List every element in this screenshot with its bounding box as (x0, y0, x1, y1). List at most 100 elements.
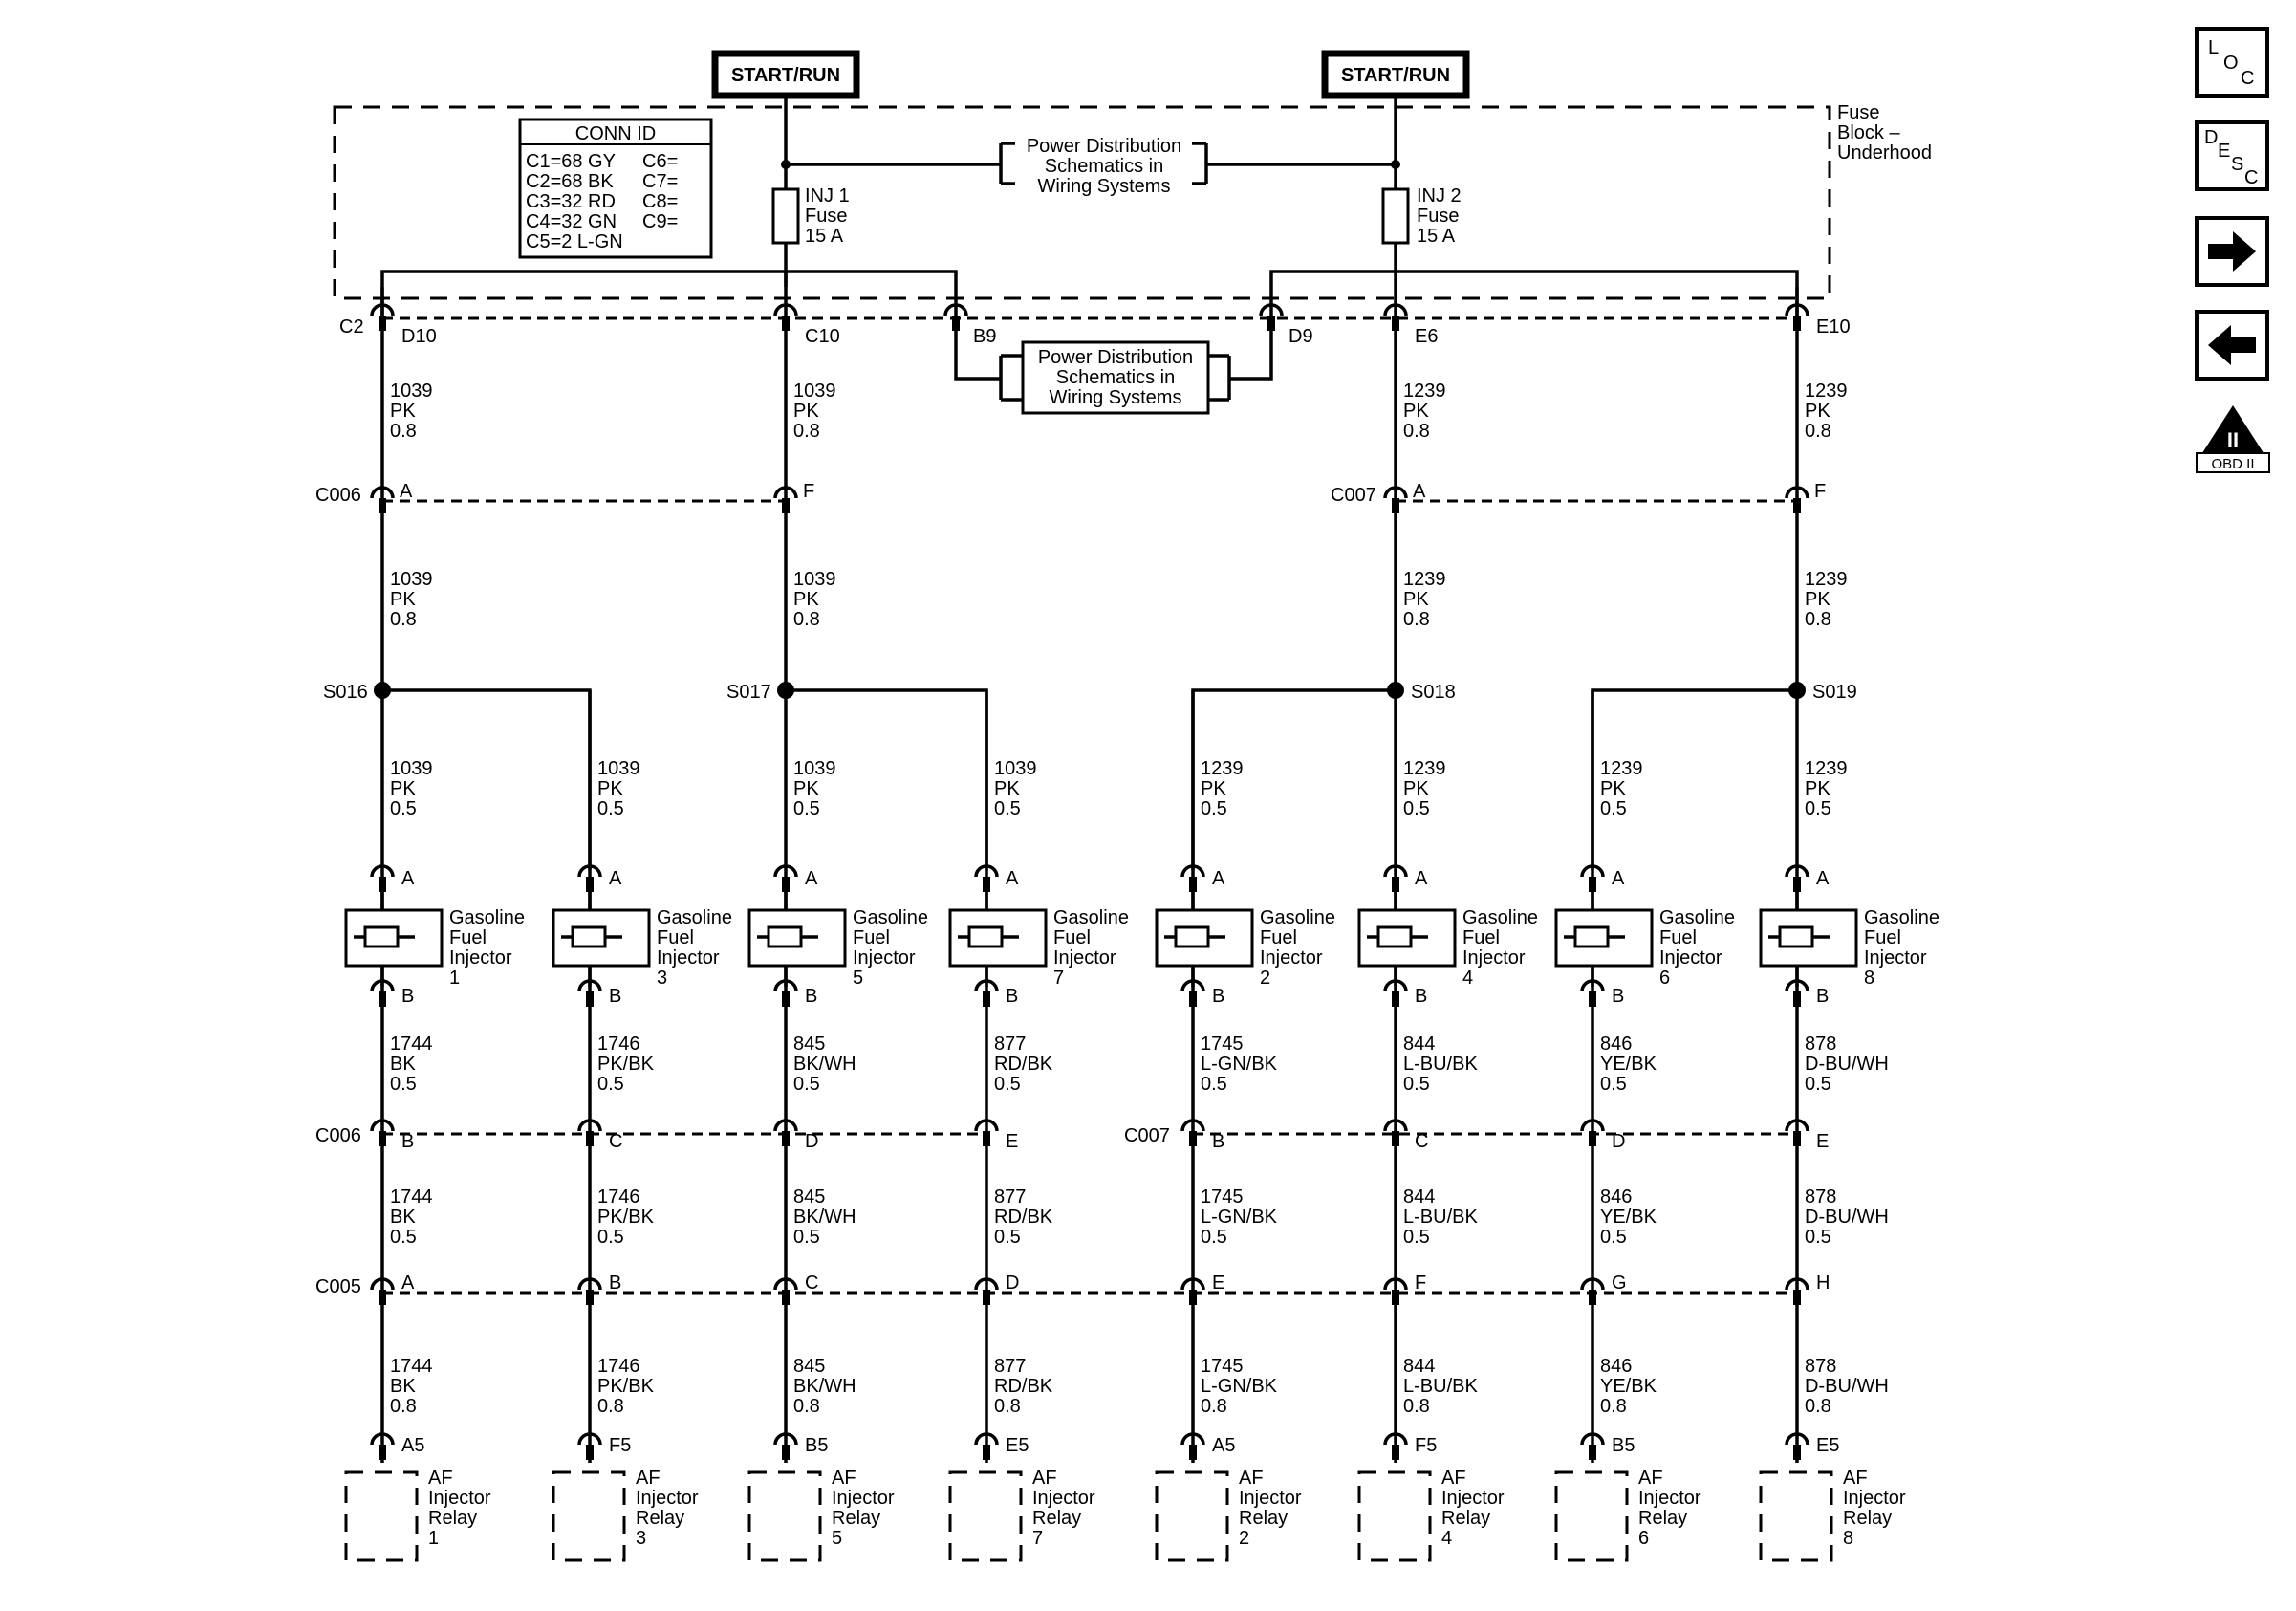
injector-circuit: 1039PK0.5AGasolineFuelInjector5B845BK/WH… (747, 690, 928, 1562)
pin-label: E10 (1816, 316, 1851, 337)
connector-terminal (983, 1290, 990, 1305)
arrow-right-icon (2208, 231, 2256, 272)
injector-relay (1357, 1470, 1432, 1562)
wire-label: 0.8 (1805, 609, 1831, 630)
connector-terminal (379, 991, 386, 1007)
wire-label: L-BU/BK (1403, 1054, 1478, 1075)
injector-name: Gasoline (1462, 907, 1538, 928)
wire-label: 0.8 (793, 609, 820, 630)
wire-label: RD/BK (994, 1207, 1053, 1228)
wire-label: 1746 (597, 1186, 640, 1208)
fuse-label: INJ 1 (805, 185, 850, 207)
relay-name: AF (1638, 1468, 1663, 1489)
connector-terminal (379, 1445, 386, 1460)
connector-terminal (1392, 877, 1399, 892)
fuse-block-label: Underhood (1837, 142, 1932, 163)
nav-back-button[interactable] (2195, 310, 2269, 381)
wire-label: 845 (793, 1034, 825, 1055)
connector-pin-icon (974, 1277, 999, 1291)
wire-label: PK (1805, 589, 1830, 610)
pin-label: C10 (805, 326, 840, 347)
nav-obd-button[interactable]: II OBD II (2196, 405, 2270, 473)
connector-pin-label: D (805, 1131, 818, 1152)
injector-name: Gasoline (853, 907, 928, 928)
pds-label: Schematics in (1056, 367, 1176, 388)
injector-circuit: 1239PK0.5AGasolineFuelInjector2B1745L-GN… (1155, 690, 1335, 1562)
connector-terminal (1589, 877, 1596, 892)
connector-pin-label: A (401, 868, 415, 889)
connector-terminal (586, 1131, 594, 1146)
injector-name: Fuel (1864, 927, 1901, 948)
wire-label: 0.8 (1403, 1396, 1430, 1417)
wire-label: 1239 (1805, 758, 1848, 779)
relay-name: 3 (636, 1528, 646, 1549)
relay-name: Injector (832, 1488, 895, 1509)
connector-pin-label: A (1415, 868, 1428, 889)
relay-name: AF (832, 1468, 856, 1489)
wire-label: 1239 (1201, 758, 1244, 779)
injector-relay (552, 1470, 626, 1562)
connector-pin-label: B (609, 986, 621, 1007)
connector-pin-label: A (805, 868, 818, 889)
conn-id-entry: C7= (642, 171, 678, 192)
relay-name: Relay (428, 1508, 477, 1529)
connector-label: C007 (1124, 1125, 1170, 1146)
connector-pin-icon (1785, 1277, 1809, 1291)
injector-name: Gasoline (657, 907, 732, 928)
injector-name: 3 (657, 968, 667, 989)
wire-label: 0.5 (1403, 1227, 1430, 1248)
connector-terminal (1189, 1445, 1197, 1460)
wire-label: 1239 (1403, 569, 1446, 590)
nav-loc-button[interactable]: L O C (2195, 27, 2269, 98)
connector-terminal (1793, 877, 1801, 892)
power-source-left: START/RUN (711, 50, 860, 287)
wire-label: PK (793, 401, 819, 422)
connector-terminal (586, 991, 594, 1007)
connector-pin-label: A (1612, 868, 1625, 889)
injector-circuit: 1039PK0.5AGasolineFuelInjector7B877RD/BK… (948, 690, 1129, 1562)
injector-circuit: 1239PK0.5AGasolineFuelInjector4B844L-BU/… (1357, 690, 1538, 1562)
pds-label: Power Distribution (1038, 347, 1193, 368)
wire-label: 0.8 (1805, 1396, 1831, 1417)
pds-label: Power Distribution (1027, 136, 1181, 157)
wire-label: D-BU/WH (1805, 1054, 1889, 1075)
pds-label: Wiring Systems (1050, 387, 1182, 408)
connector-pin-label: F5 (1415, 1435, 1437, 1456)
wire-label: 1745 (1201, 1186, 1244, 1208)
wire-label: 0.8 (390, 1396, 417, 1417)
injector-coil-icon (1778, 925, 1814, 948)
nav-forward-button[interactable] (2195, 216, 2269, 287)
splice-label: S018 (1411, 682, 1456, 703)
wire-label: YE/BK (1600, 1207, 1657, 1228)
wire-label: D-BU/WH (1805, 1207, 1889, 1228)
wire-label: 0.5 (597, 1227, 624, 1248)
fuse-inj2 (1381, 187, 1410, 245)
relay-name: 2 (1239, 1528, 1249, 1549)
connector-terminal (983, 1131, 990, 1146)
connector-pin-icon (577, 979, 602, 992)
fuse-block-label: Block – (1837, 122, 1900, 143)
wire-label: D-BU/WH (1805, 1376, 1889, 1397)
injector-name: Fuel (1462, 927, 1500, 948)
connector-terminal (1189, 1290, 1197, 1305)
connector-pin-label: E (1816, 1131, 1829, 1152)
connector-terminal (586, 1290, 594, 1305)
wire-label: 0.5 (1600, 798, 1627, 819)
connector-pin-label: D (1612, 1131, 1625, 1152)
pds-label: Schematics in (1045, 156, 1164, 177)
connector-pin-label: D (1006, 1273, 1019, 1294)
wire-label: 1039 (793, 381, 836, 402)
connector-terminal (1589, 1131, 1596, 1146)
connector-pin-icon (943, 303, 968, 316)
connector-pin-label: B (1006, 986, 1018, 1007)
wire-label: 1745 (1201, 1034, 1244, 1055)
wire-label: 1039 (793, 569, 836, 590)
wire-label: 877 (994, 1034, 1026, 1055)
fuse-label: INJ 2 (1417, 185, 1462, 207)
nav-desc-button[interactable]: D E S C (2195, 120, 2269, 191)
injector-name: Gasoline (1053, 907, 1129, 928)
wire-label: 1745 (1201, 1356, 1244, 1377)
connector-pin-label: A (400, 481, 413, 502)
wire-label: 845 (793, 1186, 825, 1208)
relay-name: Injector (428, 1488, 491, 1509)
